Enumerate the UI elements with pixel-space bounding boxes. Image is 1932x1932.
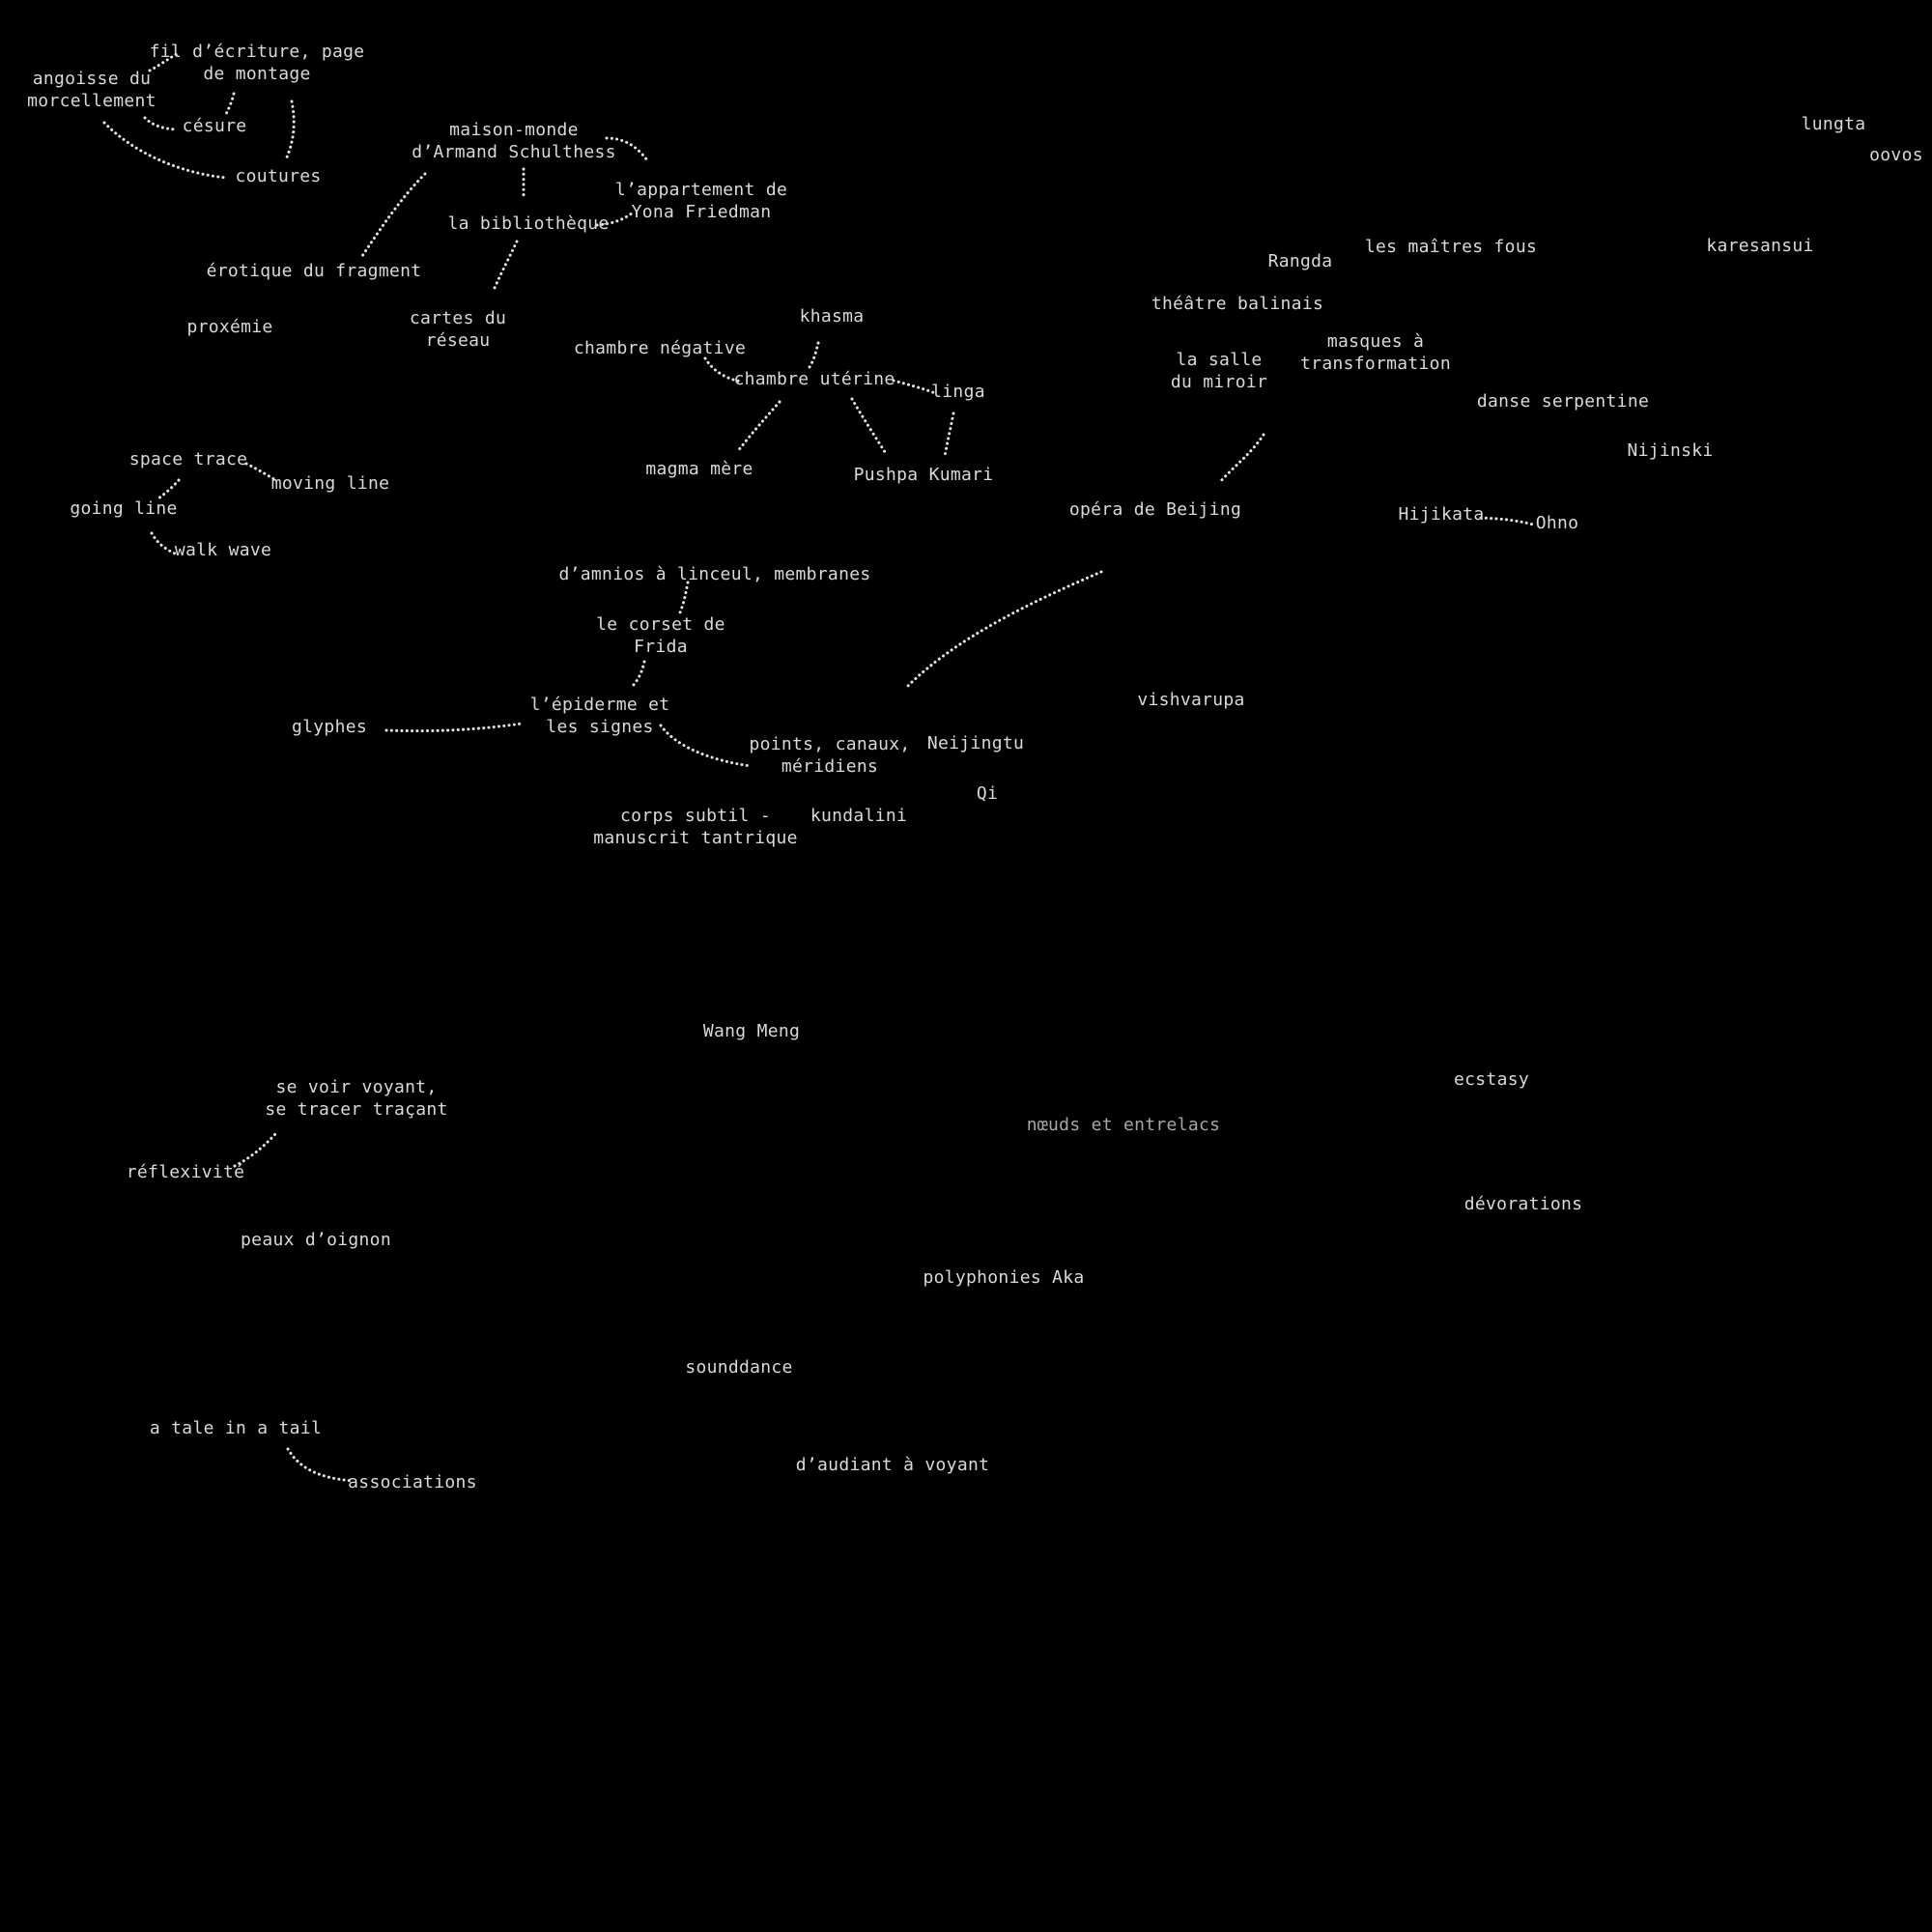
node-khasma: khasma: [799, 306, 865, 327]
link-uterine-magma: [735, 400, 781, 454]
link-salle-opera: [1217, 433, 1265, 485]
link-maison-erotique: [360, 172, 427, 258]
node-ecstasy: ecstasy: [1454, 1069, 1529, 1090]
link-hijikata-ohno: [1479, 516, 1535, 526]
node-vishvarupa: vishvarupa: [1137, 690, 1245, 710]
node-corset-frida: le corset de Frida: [596, 614, 725, 657]
node-lungta: lungta: [1801, 114, 1866, 134]
link-angoisse-fil: [148, 51, 181, 72]
node-maison-monde: maison-monde d’Armand Schulthess: [412, 120, 616, 162]
node-glyphes: glyphes: [292, 717, 367, 737]
link-opera-epiderme: [906, 570, 1103, 688]
node-angoisse-morcellement: angoisse du morcellement: [27, 69, 156, 111]
node-amnios-linceul: d’amnios à linceul, membranes: [558, 564, 871, 584]
link-angoisse-cesure: [143, 116, 178, 131]
link-bibliotheque-appartement: [595, 211, 635, 227]
node-chambre-uterine: chambre utérine: [733, 369, 895, 389]
node-sounddance: sounddance: [685, 1357, 793, 1378]
link-glyphes-epiderme: [384, 722, 524, 733]
node-pushpa-kumari: Pushpa Kumari: [853, 465, 994, 485]
node-coutures: coutures: [235, 166, 322, 186]
node-reflexivite: réflexivité: [126, 1162, 245, 1182]
node-kundalini: kundalini: [810, 806, 908, 826]
node-linga: linga: [931, 382, 985, 402]
link-space-going: [156, 478, 181, 500]
node-salle-miroir: la salle du miroir: [1170, 350, 1268, 392]
node-se-voir-voyant: se voir voyant, se tracer traçant: [265, 1077, 448, 1120]
node-noeuds-entrelacs: nœuds et entrelacs: [1026, 1115, 1221, 1135]
link-uterine-pushpa: [850, 397, 889, 457]
link-maison-appartement: [605, 136, 649, 162]
link-amnios-corset: [678, 581, 690, 614]
node-devorations: dévorations: [1463, 1194, 1583, 1214]
node-tale-in-tail: a tale in a tail: [149, 1418, 323, 1438]
node-fil-ecriture: fil d’écriture, page de montage: [149, 42, 365, 84]
link-uterine-linga: [892, 379, 937, 395]
link-fil-cesure: [224, 92, 236, 116]
link-bibliotheque-cartes: [493, 240, 519, 290]
node-opera-beijing: opéra de Beijing: [1068, 499, 1242, 520]
node-theatre-balinais: théâtre balinais: [1151, 294, 1324, 314]
node-ohno: Ohno: [1535, 513, 1579, 533]
node-cartes-reseau: cartes du réseau: [409, 308, 507, 351]
link-epiderme-points: [659, 724, 753, 768]
node-bibliotheque: la bibliothèque: [447, 213, 610, 234]
node-appartement-friedman: l’appartement de Yona Friedman: [614, 180, 788, 222]
node-points-canaux: points, canaux, méridiens: [749, 734, 911, 777]
node-associations: associations: [348, 1472, 477, 1492]
node-cesure: césure: [182, 116, 247, 136]
node-neijingtu: Neijingtu: [926, 733, 1025, 753]
link-khasma-uterine: [808, 341, 820, 369]
link-linga-pushpa: [943, 412, 955, 458]
link-angoisse-coutures: [102, 121, 229, 180]
link-corset-epiderme: [631, 660, 646, 688]
node-going-line: going line: [70, 498, 178, 519]
node-hijikata: Hijikata: [1398, 504, 1485, 525]
node-chambre-negative: chambre négative: [573, 338, 747, 358]
node-danse-serpentine: danse serpentine: [1476, 391, 1650, 412]
node-rangda: Rangda: [1267, 251, 1333, 271]
node-epiderme-signes: l’épiderme et les signes: [529, 695, 670, 737]
node-space-trace: space trace: [128, 449, 248, 469]
node-moving-line: moving line: [270, 473, 390, 494]
node-nijinski: Nijinski: [1627, 440, 1714, 461]
node-qi: Qi: [976, 783, 999, 804]
link-going-walk: [150, 531, 177, 555]
node-polyphonies-aka: polyphonies Aka: [923, 1267, 1085, 1288]
node-maitres-fous: les maîtres fous: [1364, 237, 1538, 257]
link-tale-associations: [286, 1447, 355, 1483]
node-audiant-voyant: d’audiant à voyant: [795, 1455, 990, 1475]
node-walk-wave: walk wave: [174, 540, 272, 560]
node-oovos: oovos: [1869, 145, 1923, 165]
node-wang-meng: Wang Meng: [702, 1021, 801, 1041]
link-reflexivite-sevoir: [233, 1132, 277, 1168]
node-peaux-oignon: peaux d’oignon: [241, 1230, 391, 1250]
node-proxemie: proxémie: [186, 317, 273, 337]
link-negative-uterine: [703, 356, 744, 384]
node-erotique-fragment: érotique du fragment: [206, 261, 422, 281]
node-masques-transformation: masques à transformation: [1300, 331, 1451, 374]
node-magma-mere: magma mère: [645, 459, 753, 479]
node-corps-subtil: corps subtil - manuscrit tantrique: [593, 806, 798, 848]
link-fil-coutures: [284, 99, 296, 161]
node-karesansui: karesansui: [1706, 236, 1814, 256]
